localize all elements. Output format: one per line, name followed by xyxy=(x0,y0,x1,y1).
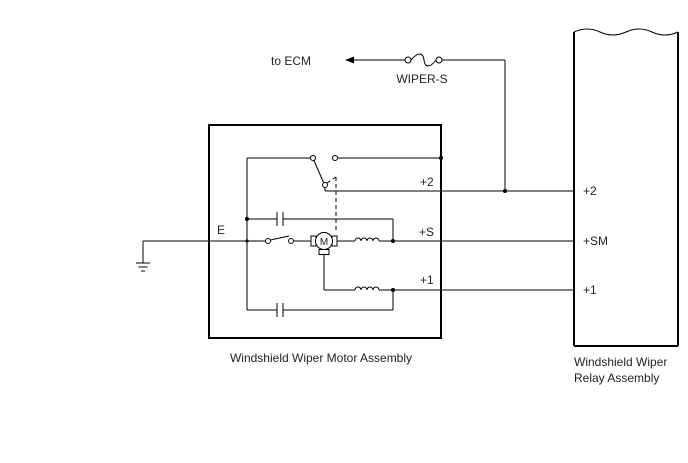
motor-assembly: +2 E M +S xyxy=(208,124,574,365)
coil-icon xyxy=(354,237,380,242)
switch-icon xyxy=(310,155,338,188)
relay-break-line xyxy=(573,28,679,36)
capacitor-icon xyxy=(276,212,284,226)
capacitor-icon xyxy=(276,303,284,317)
motor-terminal-plus2: +2 xyxy=(420,175,434,189)
motor-symbol: M xyxy=(320,237,328,248)
ground-icon xyxy=(136,240,209,272)
relay-assembly: +2 +SM +1 Windshield Wiper Relay Assembl… xyxy=(573,28,679,385)
fuse-label: WIPER-S xyxy=(396,72,447,86)
linkage-dashed xyxy=(326,176,337,184)
coil-icon xyxy=(354,286,380,291)
motor-terminal-e: E xyxy=(217,223,225,237)
junction-dot xyxy=(439,156,443,160)
relay-terminal-plus2: +2 xyxy=(583,184,597,198)
ecm-signal-line: to ECM WIPER-S xyxy=(271,53,507,193)
fuse-icon xyxy=(404,53,443,67)
relay-assembly-title-line1: Windshield Wiper xyxy=(574,355,667,369)
motor-terminal-plus1: +1 xyxy=(420,273,434,287)
motor-assembly-title: Windshield Wiper Motor Assembly xyxy=(230,351,412,365)
motor-icon: M xyxy=(310,232,338,255)
relay-terminal-plus1: +1 xyxy=(583,283,597,297)
motor-terminal-plus-s: +S xyxy=(419,225,434,239)
switch-icon xyxy=(265,235,294,244)
ecm-label: to ECM xyxy=(271,54,311,68)
relay-assembly-title-line2: Relay Assembly xyxy=(574,371,659,385)
arrow-left-icon xyxy=(345,56,354,64)
relay-terminal-plus-sm: +SM xyxy=(583,234,608,248)
motor-assembly-box xyxy=(208,124,442,339)
